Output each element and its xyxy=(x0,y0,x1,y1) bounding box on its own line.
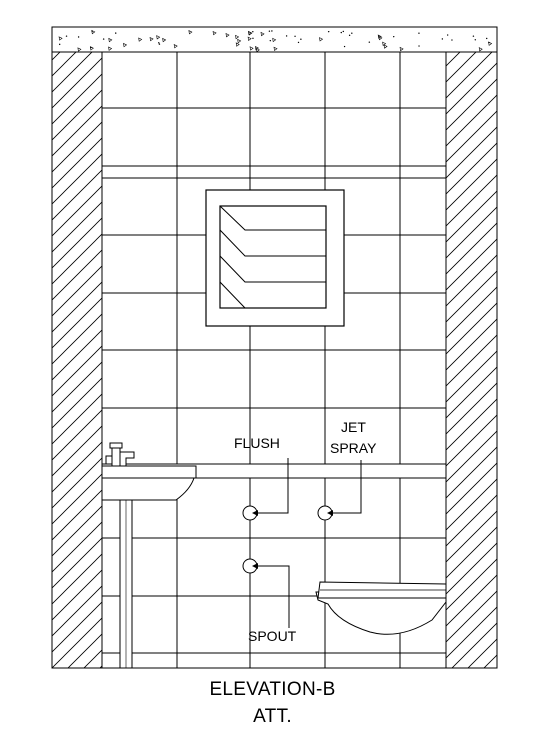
tiled-wall-outline xyxy=(101,51,447,669)
ventilator-window xyxy=(205,189,345,327)
right-wall-hatch xyxy=(445,51,498,669)
wall-tiles xyxy=(102,52,446,668)
left-wall-hatch xyxy=(51,51,103,669)
wall-hung-wc xyxy=(315,581,447,635)
spout-label: SPOUT xyxy=(248,628,297,644)
flush-valve xyxy=(242,458,289,521)
louver-blades xyxy=(219,205,326,309)
drawing-title: ELEVATION-B xyxy=(209,679,336,700)
spout-valve xyxy=(242,558,290,628)
drawing-subtitle: ATT. xyxy=(253,706,292,727)
spray-label: SPRAY xyxy=(330,440,377,456)
flush-label: FLUSH xyxy=(234,435,280,451)
jet-label: JET xyxy=(341,419,366,435)
wash-basin xyxy=(101,442,197,669)
jet-spray-valve xyxy=(317,460,362,521)
concrete-slab xyxy=(51,26,498,53)
tap-icon xyxy=(105,442,135,467)
